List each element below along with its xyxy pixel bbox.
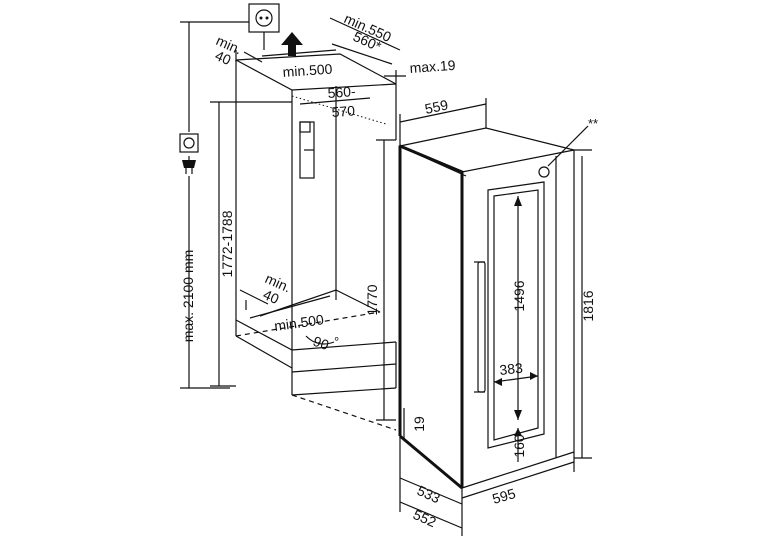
dim-160-label: 160 (511, 434, 527, 458)
plug-icon (179, 133, 199, 174)
dimension-559: 559 (399, 96, 487, 146)
dim-min-40-top-b: 40 (213, 47, 234, 68)
dimension-560-570: 560- 570 (299, 83, 371, 120)
dim-min-500-top-label: min.500 (282, 61, 333, 80)
dimension-min-40-bottom: min. 40 (239, 270, 293, 310)
dimension-160: 160 (511, 428, 527, 462)
dimension-19: 19 (403, 408, 427, 440)
dimension-min-40-top: min. 40 (213, 32, 263, 68)
dimension-min-500-top: min.500 (261, 49, 337, 80)
installation-niche (235, 53, 397, 431)
dim-1770-label: 1770 (364, 284, 380, 315)
dim-max-2100-label: max. 2100 mm (180, 250, 196, 343)
up-arrow-icon (281, 32, 303, 56)
angle-90-label: 90 (311, 333, 331, 353)
dim-19-label: 19 (411, 416, 427, 432)
angle-degree-label: ° (334, 334, 339, 349)
dim-min-40-bottom-b: 40 (261, 286, 282, 307)
dim-383-label: 383 (499, 360, 524, 378)
dim-595-label: 595 (490, 485, 517, 507)
dimension-max-2100: max. 2100 mm (180, 21, 249, 389)
dim-min-500-bottom-label: min.500 (273, 311, 325, 334)
dim-552-label: 552 (411, 506, 439, 530)
note-mark: ** (588, 116, 598, 131)
dimension-1816: 1816 (574, 149, 596, 459)
socket-icon (248, 3, 280, 50)
dim-max-19-label: max.19 (409, 57, 456, 76)
dimension-1496: 1496 (511, 196, 527, 420)
dim-560-570-b: 570 (331, 102, 356, 120)
dim-1772-1788-label: 1772-1788 (219, 210, 235, 277)
dimension-533: 533 (399, 436, 463, 506)
dim-559-label: 559 (423, 96, 449, 117)
angle-90: 90 ° (305, 333, 339, 353)
dimension-383: 383 (493, 360, 539, 386)
dim-533-label: 533 (415, 482, 443, 506)
dimension-595: 595 (461, 452, 575, 512)
wine-cabinet-appliance (397, 125, 589, 490)
dim-1816-label: 1816 (580, 290, 596, 321)
dimension-1772-1788: 1772-1788 (210, 101, 292, 387)
dimension-1770: 1770 (364, 139, 396, 421)
dimension-min-500-bottom: min.500 (249, 295, 331, 334)
dimension-min-550: min.550 560* (329, 10, 401, 65)
dim-1496-label: 1496 (511, 280, 527, 311)
dim-560-570-a: 560- (327, 83, 356, 101)
dimension-max-19: max.19 (384, 57, 456, 84)
